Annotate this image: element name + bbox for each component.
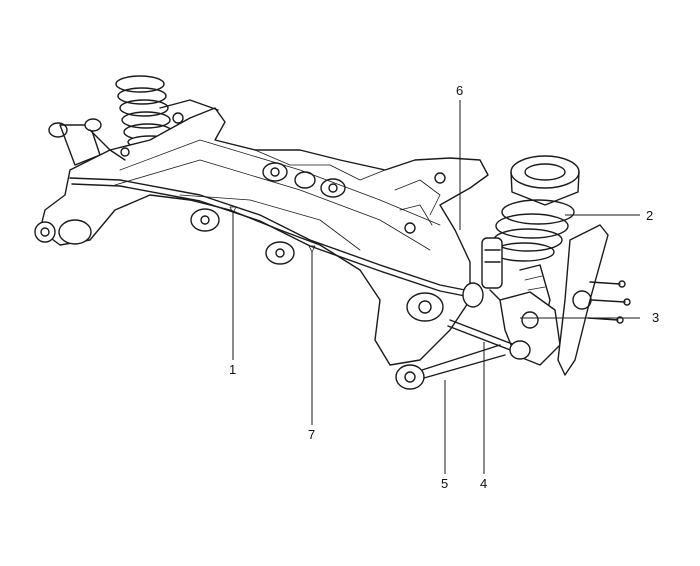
callout-label-3: 3 — [652, 310, 659, 325]
stabilizer-bar — [69, 177, 476, 299]
callout-label-2: 2 — [646, 208, 653, 223]
shock-absorber — [462, 237, 551, 321]
callout-label-6: 6 — [456, 83, 463, 98]
callout-label-7: 7 — [308, 427, 315, 442]
callout-label-1: 1 — [229, 362, 236, 377]
lower-arms — [395, 172, 531, 390]
left-mounting-bushings — [34, 99, 295, 265]
callout-label-4: 4 — [480, 476, 487, 491]
callout-labels: 1 2 3 4 5 6 7 — [229, 83, 659, 491]
callout-label-5: 5 — [441, 476, 448, 491]
rear-crossmember — [39, 107, 489, 366]
callout-leaders — [229, 100, 640, 474]
right-coil-spring — [493, 155, 580, 262]
